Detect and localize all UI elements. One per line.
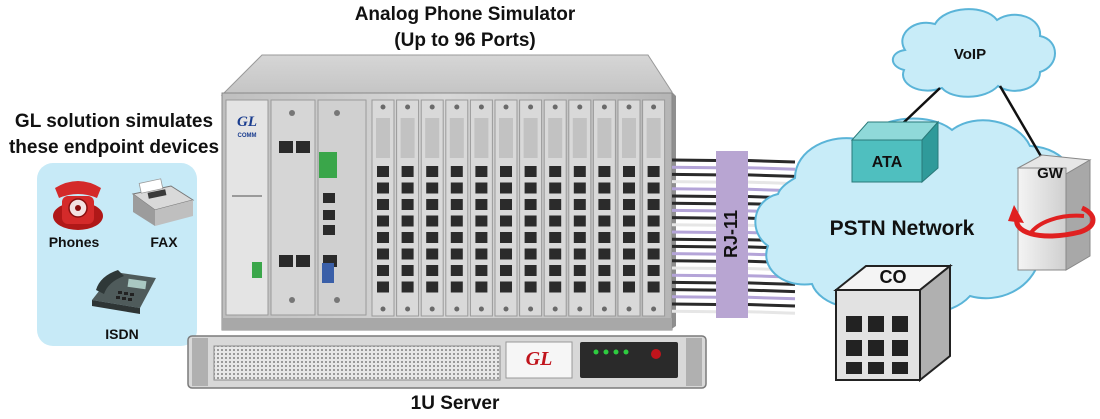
- central-office-device: CO: [833, 263, 953, 383]
- gw-label: GW: [1037, 165, 1064, 182]
- cable-line: [671, 309, 717, 314]
- cable-line: [747, 288, 796, 294]
- phones-label: Phones: [49, 234, 100, 250]
- fax-label: FAX: [150, 234, 178, 250]
- diagram-title-line1: Analog Phone Simulator: [354, 4, 576, 25]
- analog-phone-simulator-chassis: GL COMM: [220, 54, 676, 331]
- line-card: [592, 99, 616, 317]
- voip-ata-link: [899, 87, 941, 127]
- chassis-logo: GL: [237, 114, 257, 130]
- fax-icon: [131, 178, 195, 226]
- cable-line: [671, 259, 717, 263]
- cable-line: [671, 273, 717, 278]
- cable-line: [671, 223, 717, 227]
- chassis-logo-sub: COMM: [238, 133, 257, 139]
- gw-rotate-arrow-icon: [1014, 205, 1096, 239]
- line-card: [396, 99, 420, 317]
- isdn-phone-icon: [92, 270, 156, 314]
- line-card: [568, 99, 592, 317]
- line-card: [543, 99, 567, 317]
- cable-line: [671, 295, 717, 299]
- cable-line: [747, 166, 796, 171]
- pstn-network-cloud: PSTN Network: [754, 117, 1077, 315]
- cable-line: [747, 295, 796, 301]
- cable-line: [671, 266, 717, 270]
- endpoint-caption-line2: these endpoint devices: [8, 137, 220, 158]
- line-card: [494, 99, 518, 317]
- endpoint-devices-panel: Phones FAX ISDN: [37, 163, 197, 346]
- cable-line: [671, 208, 717, 213]
- power-button-icon: [651, 349, 661, 359]
- cable-line: [671, 172, 717, 177]
- rj11-connector-block: RJ-11: [716, 151, 748, 318]
- cable-line: [747, 281, 796, 286]
- cable-line: [747, 303, 796, 308]
- cable-line: [671, 252, 717, 256]
- cable-line: [747, 159, 796, 164]
- cable-line: [671, 187, 717, 191]
- cable-line: [671, 288, 717, 292]
- line-card: [469, 99, 493, 317]
- cable-line: [671, 216, 717, 220]
- pstn-network-label: PSTN Network: [830, 217, 975, 240]
- 1u-server: GL: [187, 335, 707, 389]
- server-logo: GL: [526, 348, 553, 370]
- cable-line: [671, 158, 717, 162]
- cable-line: [671, 165, 717, 170]
- diagram-title-line2: (Up to 96 Ports): [394, 30, 536, 51]
- red-phone-icon: [53, 181, 103, 230]
- cable-line: [671, 180, 717, 184]
- voip-label: VoIP: [954, 46, 986, 63]
- cable-line: [747, 310, 796, 315]
- voip-gw-link: [998, 85, 1044, 159]
- cable-line: [747, 173, 796, 178]
- line-card: [371, 99, 395, 317]
- co-label: CO: [880, 267, 907, 287]
- cable-line: [671, 237, 717, 242]
- line-card: [617, 99, 641, 317]
- cable-line: [671, 302, 717, 306]
- line-card: [642, 99, 666, 317]
- cable-line: [671, 230, 717, 234]
- cable-line: [671, 194, 717, 198]
- voip-cloud: VoIP: [891, 8, 1056, 98]
- ata-device: ATA: [850, 120, 940, 184]
- line-card: [519, 99, 543, 317]
- rj11-label: RJ-11: [721, 210, 741, 258]
- cable-line: [671, 280, 717, 285]
- endpoint-caption-line1: GL solution simulates: [14, 111, 214, 132]
- cable-line: [671, 201, 717, 206]
- server-label: 1U Server: [410, 393, 500, 414]
- line-card: [445, 99, 469, 317]
- isdn-label: ISDN: [105, 326, 138, 342]
- cable-line: [671, 244, 717, 249]
- line-card: [420, 99, 444, 317]
- line-cards: [371, 99, 666, 317]
- ata-label: ATA: [872, 154, 903, 171]
- gateway-device: GW: [1008, 154, 1096, 271]
